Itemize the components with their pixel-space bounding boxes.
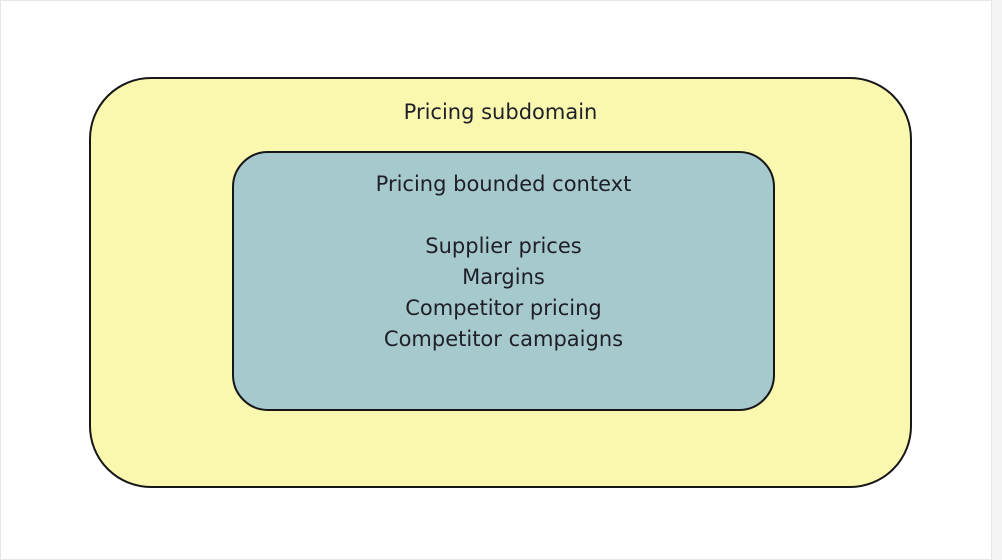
page-edge-right-gutter (992, 0, 1002, 560)
pricing-bounded-context-box: Pricing bounded context Supplier prices … (232, 151, 775, 411)
page-edge-top (0, 0, 1002, 1)
pricing-subdomain-title: Pricing subdomain (403, 100, 598, 124)
pricing-bounded-context-title: Pricing bounded context (375, 172, 632, 196)
list-item: Competitor campaigns (383, 327, 624, 351)
pricing-subdomain-box: Pricing subdomain Pricing bounded contex… (89, 77, 912, 488)
list-item: Margins (462, 265, 545, 289)
list-item: Competitor pricing (405, 296, 602, 320)
list-item: Supplier prices (425, 234, 582, 258)
bounded-context-concept-list: Supplier prices Margins Competitor prici… (234, 231, 773, 355)
page-edge-left (0, 0, 1, 560)
